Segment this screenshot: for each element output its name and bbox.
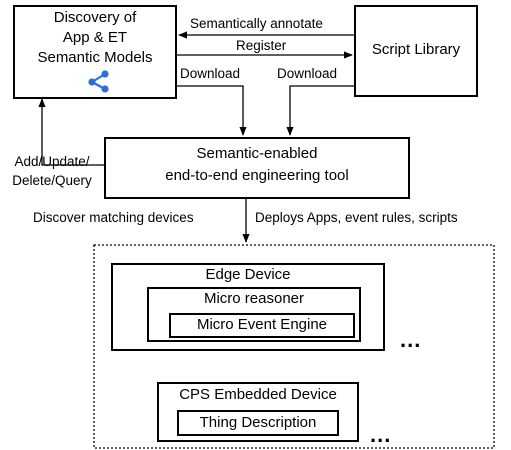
device-group-dashed-border [93, 244, 495, 449]
discovery-title-line2: App & ET [62, 29, 128, 46]
micro-event-engine-box [169, 313, 355, 338]
deploys-label: Deploys Apps, event rules, scripts [255, 210, 458, 225]
discovery-title-line3: Semantic Models [37, 49, 153, 66]
download-right-arrow [286, 85, 354, 136]
register-label: Register [236, 38, 287, 53]
add-update-arrow [38, 98, 104, 166]
cps-device-ellipsis: ... [370, 422, 392, 447]
semantically-annotate-label: Semantically annotate [190, 16, 323, 31]
download-right-label: Download [277, 66, 338, 81]
script-library-box [354, 5, 478, 97]
add-update-label-line2: Delete/Query [12, 173, 92, 188]
discovery-title-line1: Discovery of [53, 9, 137, 26]
micro-reasoner-title: Micro reasoner [203, 290, 305, 307]
edge-device-title: Edge Device [205, 266, 291, 283]
tool-title-line1: Semantic-enabled [196, 145, 318, 162]
cps-device-title: CPS Embedded Device [179, 386, 337, 403]
thing-description-box [177, 410, 339, 436]
download-left-arrow [177, 85, 247, 136]
thing-description-label: Thing Description [199, 414, 317, 431]
tool-title-line2: end-to-end engineering tool [165, 167, 349, 184]
add-update-label-line1: Add/Update/ [14, 154, 90, 169]
micro-event-engine-label: Micro Event Engine [196, 316, 328, 333]
script-library-label: Script Library [371, 41, 461, 58]
discover-devices-label: Discover matching devices [33, 210, 194, 225]
download-left-label: Download [180, 66, 241, 81]
share-network-icon [88, 70, 109, 93]
edge-device-ellipsis: ... [400, 327, 422, 352]
engineering-tool-box [104, 137, 410, 199]
